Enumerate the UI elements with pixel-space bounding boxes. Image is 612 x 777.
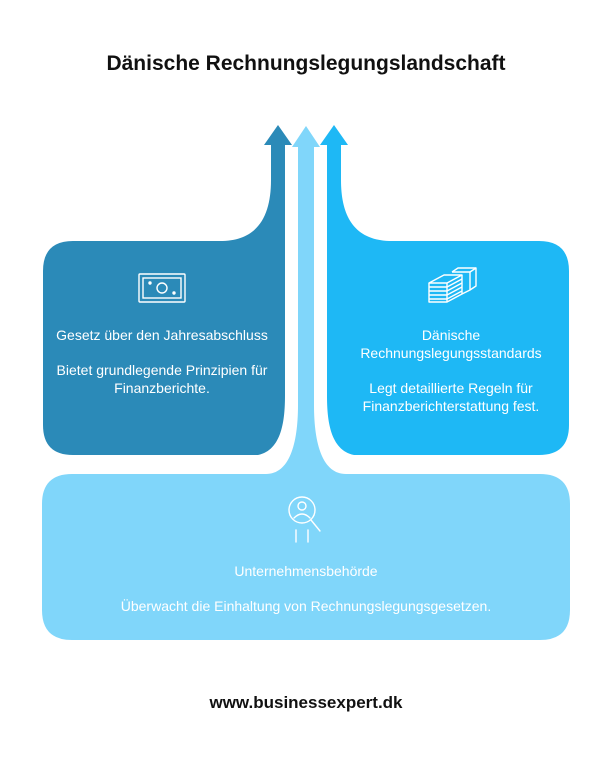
left-card-heading: Gesetz über den Jahresabschluss xyxy=(56,327,268,343)
page-title: Dänische Rechnungslegungslandschaft xyxy=(106,52,506,75)
money-stack-icon xyxy=(428,267,477,303)
magnifier-person-icon xyxy=(288,496,321,543)
left-card: Gesetz über den Jahresabschluss Bietet g… xyxy=(55,326,269,397)
bottom-card: Unternehmensbehörde Überwacht die Einhal… xyxy=(60,562,552,615)
right-card: Dänische Rechnungslegungsstandards Legt … xyxy=(344,326,558,415)
bottom-card-heading: Unternehmensbehörde xyxy=(234,563,378,579)
bottom-card-shape xyxy=(42,126,570,640)
bottom-card-description: Überwacht die Einhaltung von Rechnungsle… xyxy=(120,598,492,614)
footer-url: www.businessexpert.dk xyxy=(209,693,403,712)
right-card-shape xyxy=(320,125,569,455)
left-card-shape xyxy=(43,125,292,455)
left-card-description: Bietet grundlegende Prinzipien für Finan… xyxy=(56,362,268,396)
banknote-icon xyxy=(138,273,186,303)
right-card-heading: Dänische Rechnungslegungsstandards xyxy=(360,327,542,361)
right-card-description: Legt detaillierte Regeln für Finanzberic… xyxy=(362,380,540,414)
